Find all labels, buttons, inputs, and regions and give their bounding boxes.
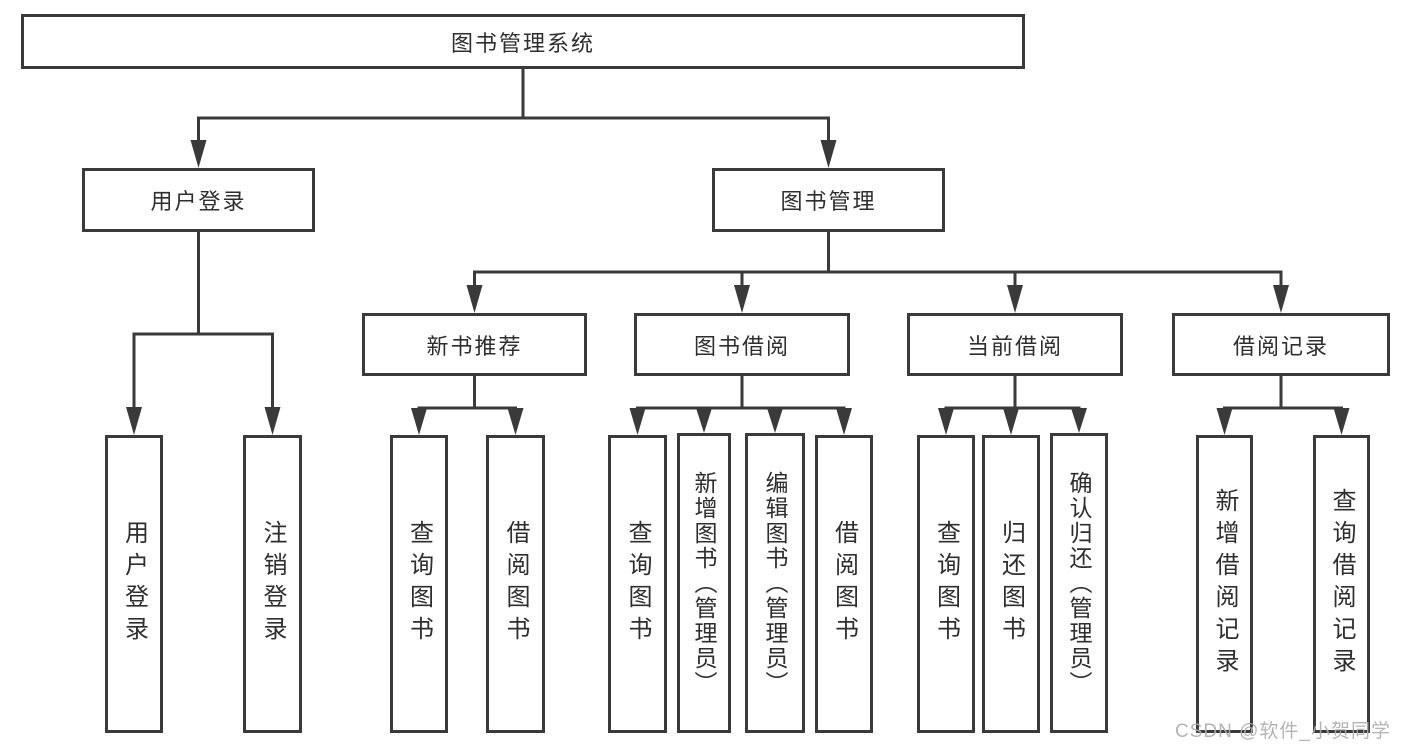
node-newbook-label: 新书推荐 xyxy=(426,333,523,359)
arrowhead-icon xyxy=(938,408,954,435)
arrowhead-icon xyxy=(1273,285,1289,313)
node-leaf4-label: 借阅图书 xyxy=(502,520,529,648)
arrowhead-icon xyxy=(629,408,646,435)
node-leaf10: 归还图书 xyxy=(982,435,1040,733)
node-leaf5-label: 查询图书 xyxy=(624,520,651,648)
node-borrow: 图书借阅 xyxy=(634,313,850,376)
node-login-label: 用户登录 xyxy=(150,189,247,214)
node-newbook: 新书推荐 xyxy=(362,313,587,376)
node-borrow-label: 图书借阅 xyxy=(693,333,790,359)
node-login: 用户登录 xyxy=(82,168,315,232)
arrowhead-icon xyxy=(696,408,712,433)
arrowhead-icon xyxy=(466,285,483,313)
node-leaf6-label: 新增图书（管理员） xyxy=(691,470,717,696)
node-root: 图书管理系统 xyxy=(21,14,1025,69)
node-leaf1: 用户登录 xyxy=(105,435,163,733)
node-records-label: 借阅记录 xyxy=(1232,333,1329,359)
node-leaf6: 新增图书（管理员） xyxy=(677,433,731,733)
node-leaf7-label: 编辑图书（管理员） xyxy=(762,470,788,696)
node-leaf13: 查询借阅记录 xyxy=(1313,435,1370,733)
arrowhead-icon xyxy=(1007,285,1023,313)
watermark: CSDN @软件_小贺同学 xyxy=(1175,721,1391,742)
arrowhead-icon xyxy=(767,408,783,433)
node-current: 当前借阅 xyxy=(907,313,1123,376)
node-leaf11-label: 确认归还（管理员） xyxy=(1066,470,1092,696)
arrowhead-icon xyxy=(836,408,852,435)
arrowhead-icon xyxy=(1333,408,1350,435)
arrowhead-icon xyxy=(126,407,142,435)
node-leaf3-label: 查询图书 xyxy=(405,520,433,648)
node-leaf4: 借阅图书 xyxy=(486,435,545,733)
arrowhead-icon xyxy=(264,407,281,435)
node-leaf2-label: 注销登录 xyxy=(259,520,286,648)
node-leaf1-label: 用户登录 xyxy=(120,520,148,648)
node-mgmt: 图书管理 xyxy=(712,168,945,232)
arrowhead-icon xyxy=(820,140,837,168)
arrowhead-icon xyxy=(507,408,524,435)
node-leaf9: 查询图书 xyxy=(917,435,975,733)
node-leaf7: 编辑图书（管理员） xyxy=(745,433,805,733)
node-leaf3: 查询图书 xyxy=(390,435,448,733)
arrowhead-icon xyxy=(1071,408,1087,433)
node-leaf5: 查询图书 xyxy=(608,435,667,733)
node-leaf12: 新增借阅记录 xyxy=(1196,435,1253,733)
node-leaf13-label: 查询借阅记录 xyxy=(1328,488,1355,680)
node-leaf12-label: 新增借阅记录 xyxy=(1211,488,1238,680)
node-root-label: 图书管理系统 xyxy=(450,30,595,56)
arrowhead-icon xyxy=(734,285,750,313)
node-leaf8: 借阅图书 xyxy=(815,435,873,733)
node-leaf9-label: 查询图书 xyxy=(932,520,960,648)
node-mgmt-label: 图书管理 xyxy=(780,189,877,214)
node-leaf11: 确认归还（管理员） xyxy=(1050,433,1108,733)
arrowhead-icon xyxy=(190,140,207,168)
arrowhead-icon xyxy=(1003,408,1019,435)
node-leaf2: 注销登录 xyxy=(243,435,302,733)
node-records: 借阅记录 xyxy=(1172,313,1390,376)
node-leaf8-label: 借阅图书 xyxy=(830,520,858,648)
arrowhead-icon xyxy=(1216,408,1233,435)
node-leaf10-label: 归还图书 xyxy=(997,520,1025,648)
arrowhead-icon xyxy=(411,408,427,435)
node-current-label: 当前借阅 xyxy=(966,333,1063,359)
